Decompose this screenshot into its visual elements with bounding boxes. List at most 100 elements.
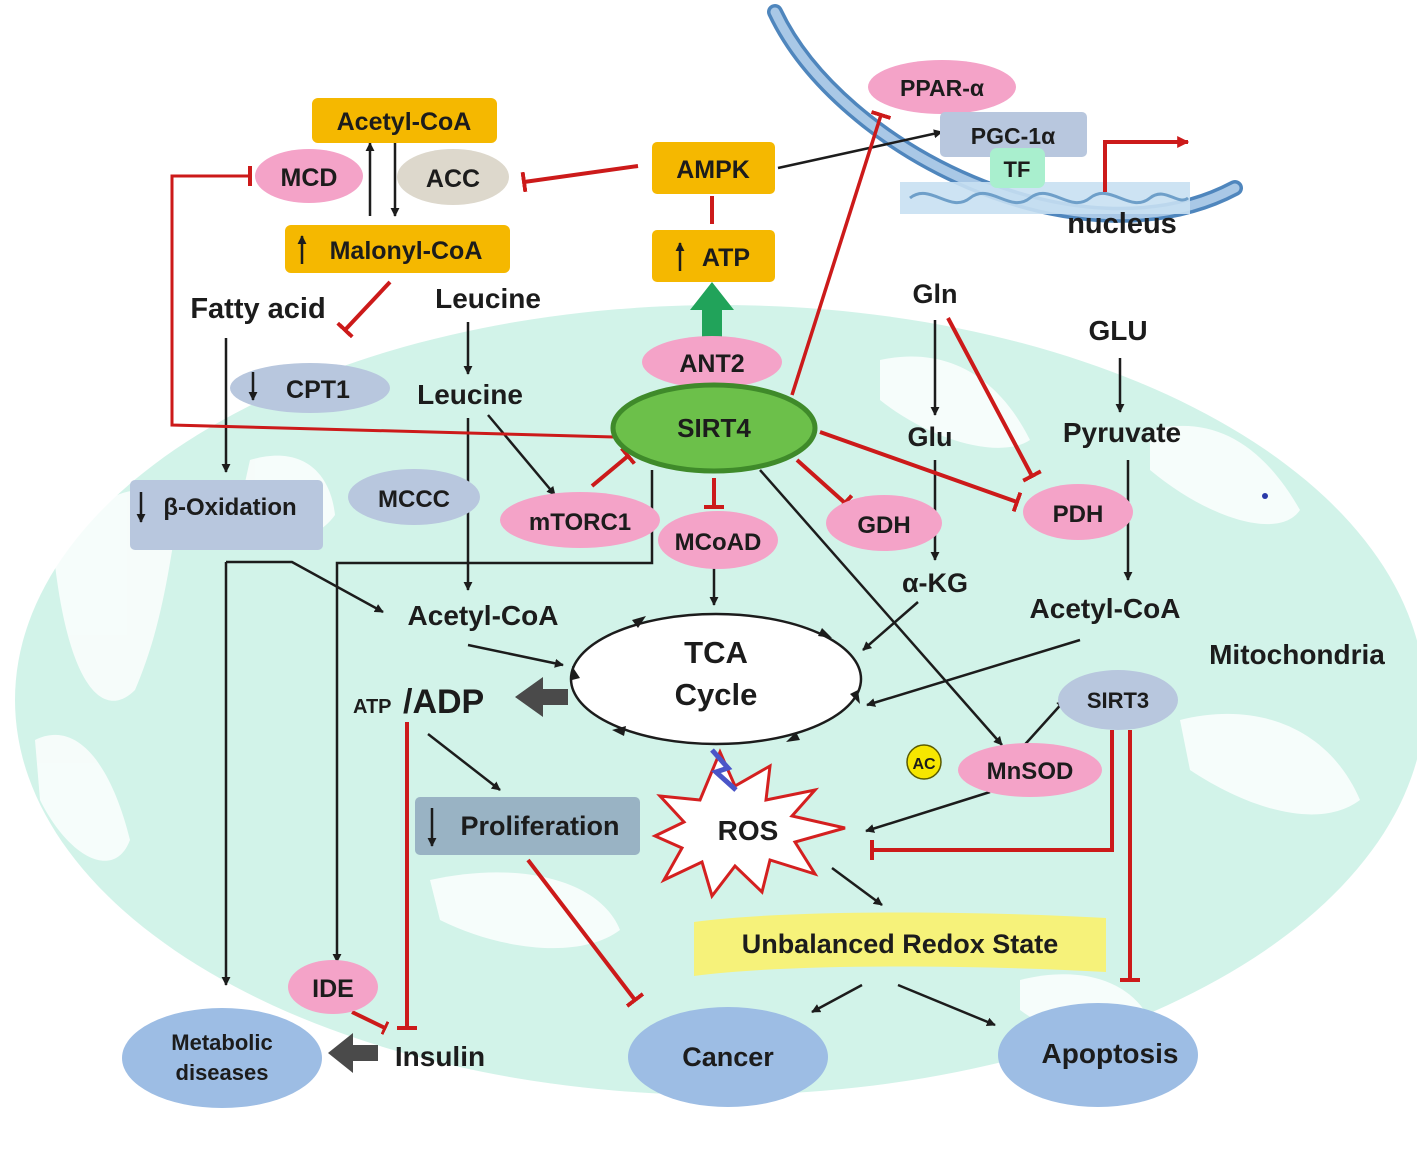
cancer-label: Cancer (682, 1042, 774, 1072)
ros-to-redox-arrow (831, 866, 883, 907)
acetyl-coa-top-label: Acetyl-CoA (337, 108, 472, 136)
mtorc1-node: mTORC1 (500, 492, 660, 548)
mccc-label: MCCC (378, 486, 450, 513)
sirt4-inhibits-gdh (795, 458, 854, 512)
redox-label: Unbalanced Redox State (742, 929, 1059, 959)
acetyl-coa-top-node: Acetyl-CoA (312, 98, 497, 143)
sirt3-inhibits-ros (870, 730, 1114, 860)
tf-label: TF (1004, 157, 1031, 182)
proliferation-inhibits-cancer (526, 858, 645, 1008)
atp-node: ATP (652, 230, 775, 282)
glu-label: Glu (908, 422, 953, 452)
stray-dot (1262, 493, 1268, 499)
metabolic-label-line2: diseases (176, 1060, 269, 1085)
mtorc1-label: mTORC1 (529, 509, 631, 536)
ros-node: ROS (651, 748, 846, 900)
proliferation-label: Proliferation (460, 811, 619, 841)
insulin-label: Insulin (395, 1041, 485, 1072)
transcription-arrow (1103, 136, 1190, 192)
pyruvate-label: Pyruvate (1063, 417, 1181, 448)
redox-to-cancer-arrow (811, 983, 863, 1014)
sirt4-node: SIRT4 (610, 382, 818, 474)
beta-oxidation-label: β-Oxidation (163, 494, 296, 521)
malonyl-coa-node: Malonyl-CoA (285, 225, 510, 273)
sirt4-inhibits-pdh (819, 430, 1023, 513)
dna-band (900, 182, 1190, 214)
ide-inhibits-insulin (351, 1010, 390, 1035)
akg-to-tca-arrow (862, 601, 919, 651)
sirt4-label: SIRT4 (677, 413, 751, 443)
mnsod-to-sirt3-arrow (1019, 699, 1066, 751)
ampk-to-pgc-arrow (777, 129, 943, 170)
acetyl-coa-right-label: Acetyl-CoA (1030, 593, 1181, 624)
gln-label: Gln (913, 279, 958, 309)
acetyl-coa-left-label: Acetyl-CoA (408, 600, 559, 631)
acetyl-coa-right-to-tca-arrow (866, 638, 1081, 707)
mccc-node: MCCC (348, 469, 480, 525)
metabolic-diseases-node: Metabolic diseases (122, 1008, 322, 1108)
cpt1-label: CPT1 (286, 376, 350, 404)
ide-label: IDE (312, 975, 354, 1003)
mcoad-node: MCoAD (658, 511, 778, 569)
beta-oxidation-to-acetyl-coa-arrow (226, 560, 384, 614)
redox-to-apoptosis-arrow (897, 983, 996, 1027)
glu-upper-label: GLU (1088, 315, 1147, 346)
mcd-node: MCD (255, 149, 363, 203)
fatty-acid-label: Fatty acid (190, 293, 325, 325)
mnsod-to-ros-arrow (865, 790, 991, 833)
edges (170, 110, 1140, 1035)
lightning-icon (710, 748, 738, 792)
ant2-node: ANT2 (642, 336, 782, 388)
tca-cycle: TCA Cycle (569, 612, 863, 746)
pdh-label: PDH (1053, 501, 1104, 528)
tca-label-line2: Cycle (675, 677, 758, 712)
leucine-to-mtorc1-arrow (487, 414, 556, 496)
apoptosis-node: Apoptosis (998, 1003, 1198, 1107)
tca-to-adp-gray-arrow (515, 677, 568, 717)
ac-label: AC (912, 756, 936, 773)
malonyl-coa-label: Malonyl-CoA (330, 237, 483, 265)
adp-label: /ADP (403, 683, 484, 721)
pgc-1alpha-label: PGC-1α (971, 123, 1055, 149)
ampk-label: AMPK (676, 156, 750, 184)
metabolic-label-line1: Metabolic (171, 1030, 272, 1055)
acc-label: ACC (426, 165, 480, 193)
mitochondria-label: Mitochondria (1209, 639, 1385, 670)
ampk-inhibits-acc (520, 164, 639, 193)
gdh-node: GDH (826, 495, 942, 551)
malonyl-inhibits-cpt1 (336, 280, 392, 339)
gln-inhibits-pdh (946, 317, 1042, 483)
insulin-to-metabolic-gray-arrow (328, 1033, 378, 1073)
redox-node: Unbalanced Redox State (694, 912, 1106, 976)
nucleus: nucleus (767, 4, 1243, 240)
pdh-node: PDH (1023, 484, 1133, 540)
sirt4-inhibits-ppar (790, 110, 892, 396)
acc-node: ACC (397, 149, 509, 205)
apoptosis-label: Apoptosis (1042, 1038, 1179, 1069)
akg-label: α-KG (902, 568, 968, 598)
beta-oxidation-node: β-Oxidation (130, 480, 323, 550)
proliferation-node: Proliferation (415, 797, 640, 855)
acetyl-coa-to-tca-arrow (467, 643, 564, 668)
nucleus-label: nucleus (1067, 208, 1177, 240)
atp-adp-to-proliferation-arrow (427, 733, 501, 791)
ppar-alpha-node: PPAR-α (868, 60, 1016, 114)
ros-label: ROS (718, 815, 779, 846)
ampk-node: AMPK (652, 142, 775, 194)
leucine-top-label: Leucine (435, 283, 541, 314)
tf-node: TF (990, 148, 1045, 188)
big-arrows (328, 282, 734, 1073)
atp-label: ATP (702, 244, 750, 272)
ppar-alpha-label: PPAR-α (900, 75, 984, 101)
leucine-mid-label: Leucine (417, 379, 523, 410)
ide-node: IDE (288, 960, 378, 1014)
mnsod-label: MnSOD (987, 758, 1074, 785)
atp-small-label: ATP (353, 696, 392, 718)
sirt3-label: SIRT3 (1087, 688, 1149, 713)
tca-cycle-ring (569, 612, 863, 746)
cancer-node: Cancer (628, 1007, 828, 1107)
mnsod-node: MnSOD (958, 743, 1102, 797)
tca-label-line1: TCA (684, 635, 748, 670)
